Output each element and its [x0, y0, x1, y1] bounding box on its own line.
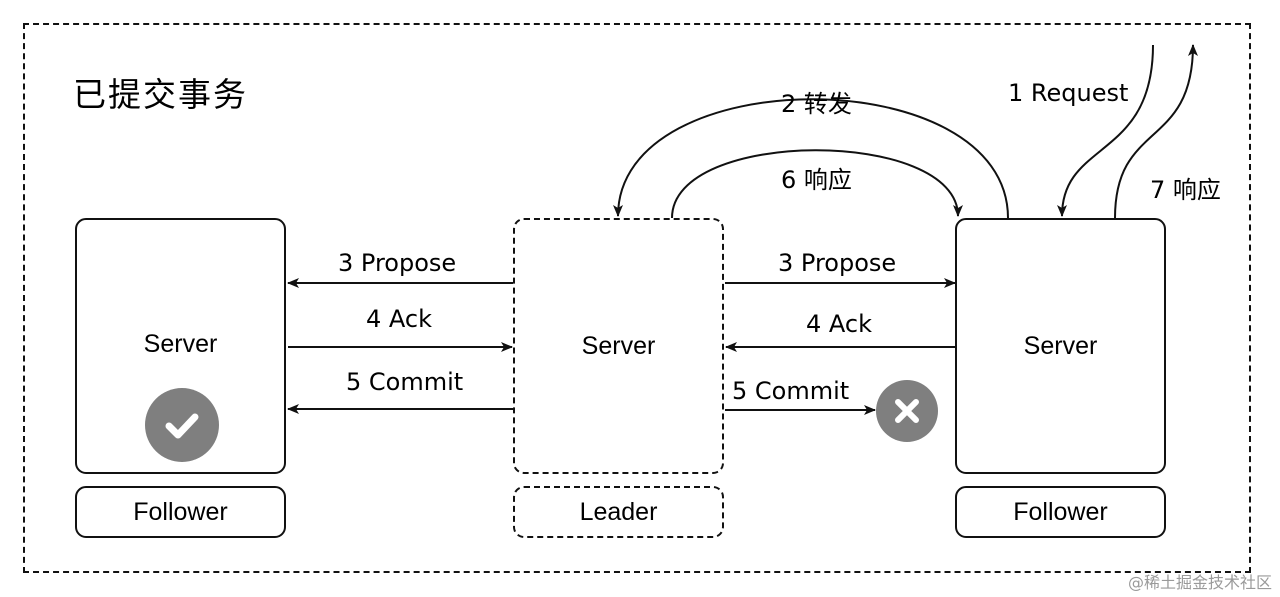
ack-left-label: 4 Ack — [366, 305, 432, 333]
right-role-label: Follower — [1013, 497, 1108, 526]
propose-left-label: 3 Propose — [338, 249, 457, 277]
left-server-label: Server — [143, 330, 218, 358]
center-server-label: Server — [581, 331, 656, 360]
request-arrow — [1057, 44, 1154, 217]
forward-label: 2 转发 — [781, 90, 852, 118]
diagram-title: 已提交事务 — [73, 75, 248, 114]
check-circle-icon — [145, 388, 219, 462]
response-client-label: 7 响应 — [1150, 176, 1221, 204]
right-server-label: Server — [1023, 331, 1098, 360]
ack-right-label: 4 Ack — [806, 310, 872, 338]
commit-left-label: 5 Commit — [346, 368, 464, 396]
center-server-box: Server — [513, 218, 724, 474]
response-leader-arrow — [671, 149, 963, 219]
left-role-label: Follower — [133, 497, 228, 526]
center-role-box: Leader — [513, 486, 724, 538]
propose-right-label: 3 Propose — [778, 249, 897, 277]
forward-arrow — [613, 98, 1009, 219]
committed-transaction-frame — [23, 23, 1251, 573]
right-role-box: Follower — [955, 486, 1166, 538]
right-server-box: Server — [955, 218, 1166, 474]
left-role-box: Follower — [75, 486, 286, 538]
commit-right-label: 5 Commit — [732, 377, 850, 405]
center-role-label: Leader — [579, 497, 658, 526]
request-label: 1 Request — [1008, 79, 1129, 107]
watermark: @稀土掘金技术社区 — [1127, 573, 1272, 592]
response-client-arrow — [1114, 44, 1198, 219]
x-circle-icon — [876, 380, 938, 442]
left-server-box: Server — [75, 218, 286, 474]
response-leader-label: 6 响应 — [781, 166, 852, 194]
